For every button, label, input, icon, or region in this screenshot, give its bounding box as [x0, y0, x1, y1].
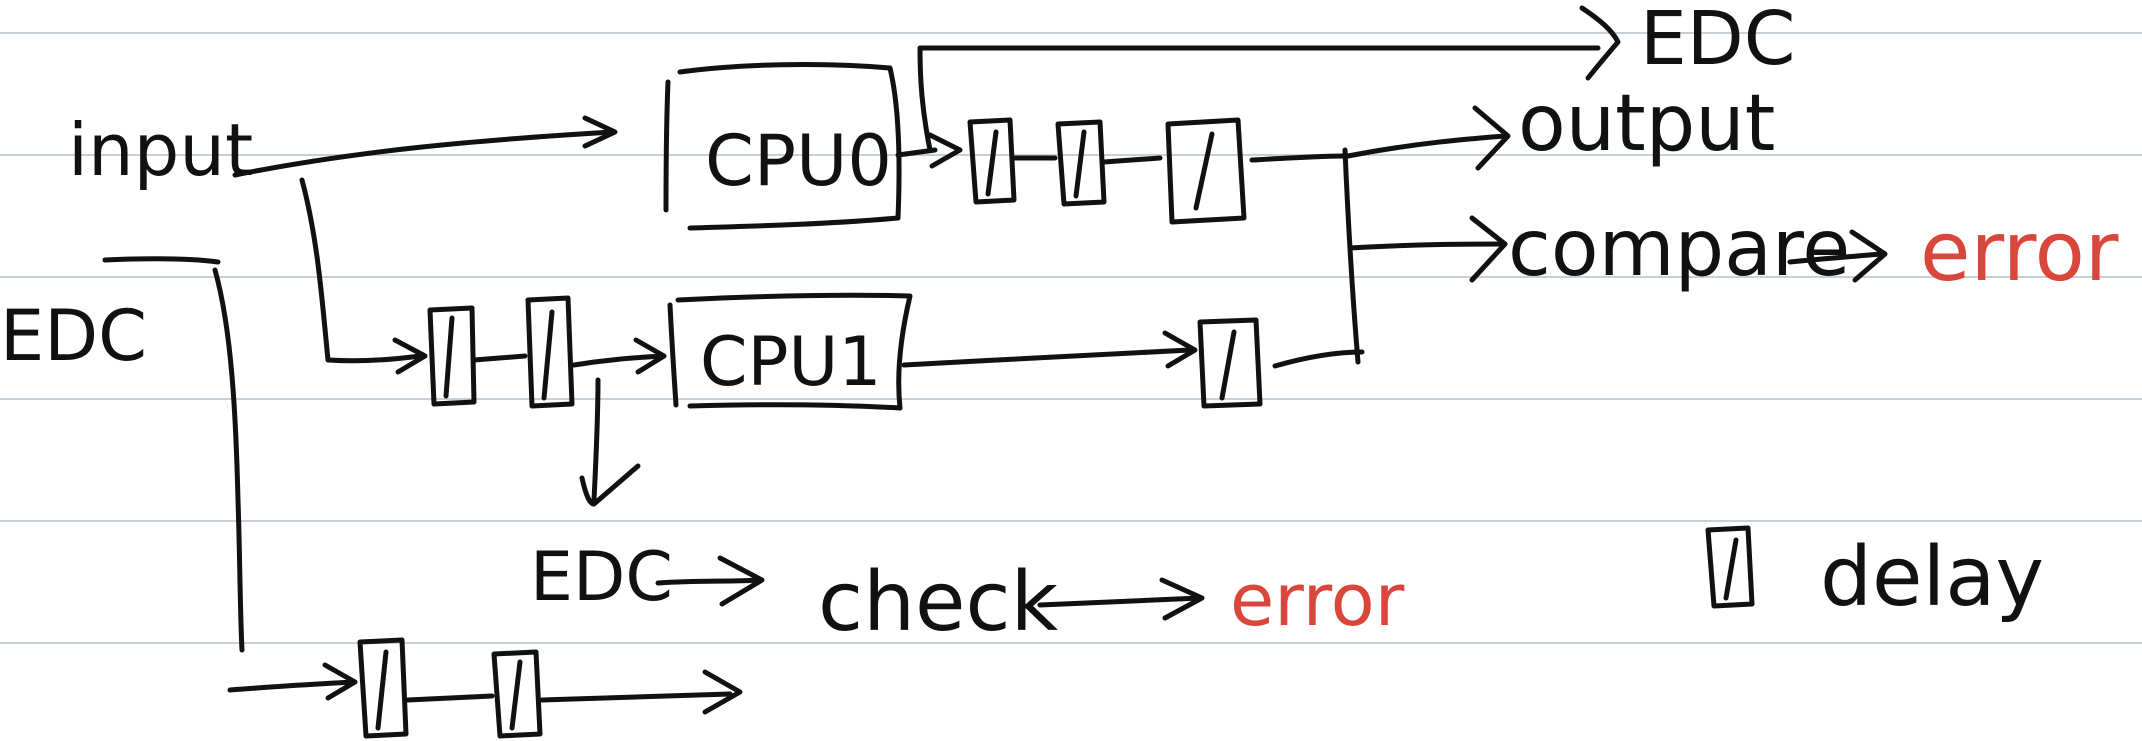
delay-block-icon: [357, 637, 409, 739]
output-label: output: [1518, 79, 1775, 169]
check-error-label: error: [1230, 558, 1405, 642]
edc-down-wire: [212, 267, 245, 653]
compare-error-label: error: [1920, 205, 2119, 300]
delay-block-icon: [967, 117, 1017, 205]
wire: [1249, 153, 1348, 163]
wire: [405, 693, 495, 703]
input-label: input: [68, 108, 253, 192]
cpu1-to-delay-arrow: [901, 330, 1198, 369]
edc-lower-out-arrow: [539, 669, 743, 715]
merge-wire: [1342, 147, 1361, 365]
edc-to-check-arrow: [655, 555, 765, 607]
check-to-error-arrow: [1037, 577, 1205, 621]
wire: [471, 353, 528, 363]
delay-block-icon: [427, 305, 477, 407]
edc-check-label: EDC: [530, 538, 673, 617]
cpu1-box: CPU1: [667, 292, 913, 411]
compare-label: compare: [1508, 204, 1850, 294]
delay-block-icon: [491, 649, 543, 739]
check-label: check: [818, 555, 1059, 650]
branch-to-edc-check-arrow: [579, 377, 641, 507]
delay-block-icon: [525, 295, 575, 409]
cpu0-label: CPU0: [705, 120, 892, 202]
input-to-cpu1-path: [299, 177, 428, 375]
compare-to-error-arrow: [1787, 229, 1888, 283]
wire: [1101, 155, 1163, 165]
delay-block-icon: [1197, 317, 1263, 409]
delay-block-icon: [1705, 525, 1755, 609]
input-to-cpu0-arrow: [232, 115, 618, 178]
merge-to-output-arrow: [1345, 105, 1511, 171]
cpu0-to-edc-top-arrow: [917, 5, 1621, 153]
edc-left-label: EDC: [0, 295, 147, 377]
cpu1-label: CPU1: [700, 323, 882, 402]
wire: [1272, 349, 1365, 369]
delay-block-icon: [1055, 119, 1107, 207]
delay-legend-label: delay: [1820, 530, 2044, 625]
edc-top-label: EDC: [1640, 0, 1795, 82]
delay-to-cpu1-arrow: [571, 337, 667, 375]
legend: delay: [1705, 525, 2044, 625]
delay-block-icon: [1165, 117, 1247, 225]
cpu0-box: CPU0: [663, 62, 902, 231]
wire: [102, 256, 221, 265]
merge-to-compare-arrow: [1347, 215, 1508, 283]
edc-lower-arrow: [227, 662, 358, 701]
